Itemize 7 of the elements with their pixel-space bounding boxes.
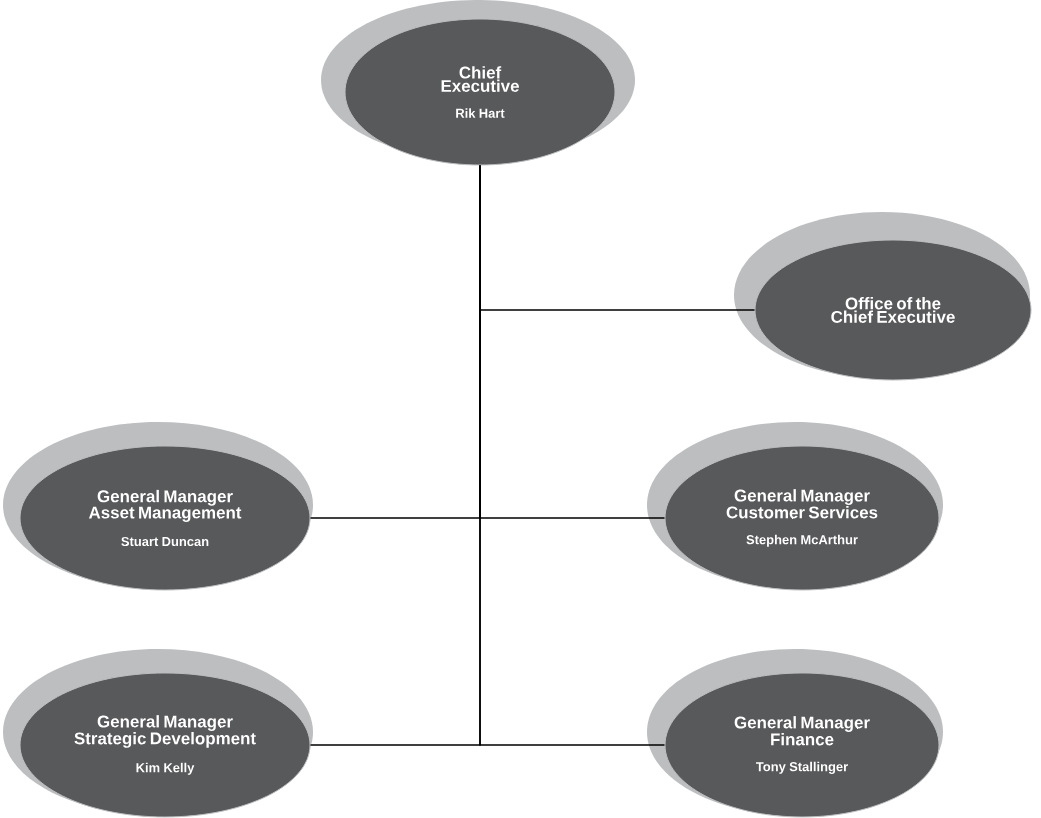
ellipse-node: Office of the Chief Executive [734, 212, 1032, 381]
ellipse-node: Chief Executive Rik Hart [321, 0, 635, 166]
ellipse-node: General Manager Strategic Development Kim Kelly [3, 649, 313, 818]
ellipse-node: General Manager Asset Management Stuart Duncan [3, 422, 313, 591]
connector-line [479, 164, 666, 746]
ellipse-node: General Manager Customer Services Stephen McArthur [647, 422, 943, 591]
ellipse-node: General Manager Finance Tony Stallinger [647, 649, 943, 818]
